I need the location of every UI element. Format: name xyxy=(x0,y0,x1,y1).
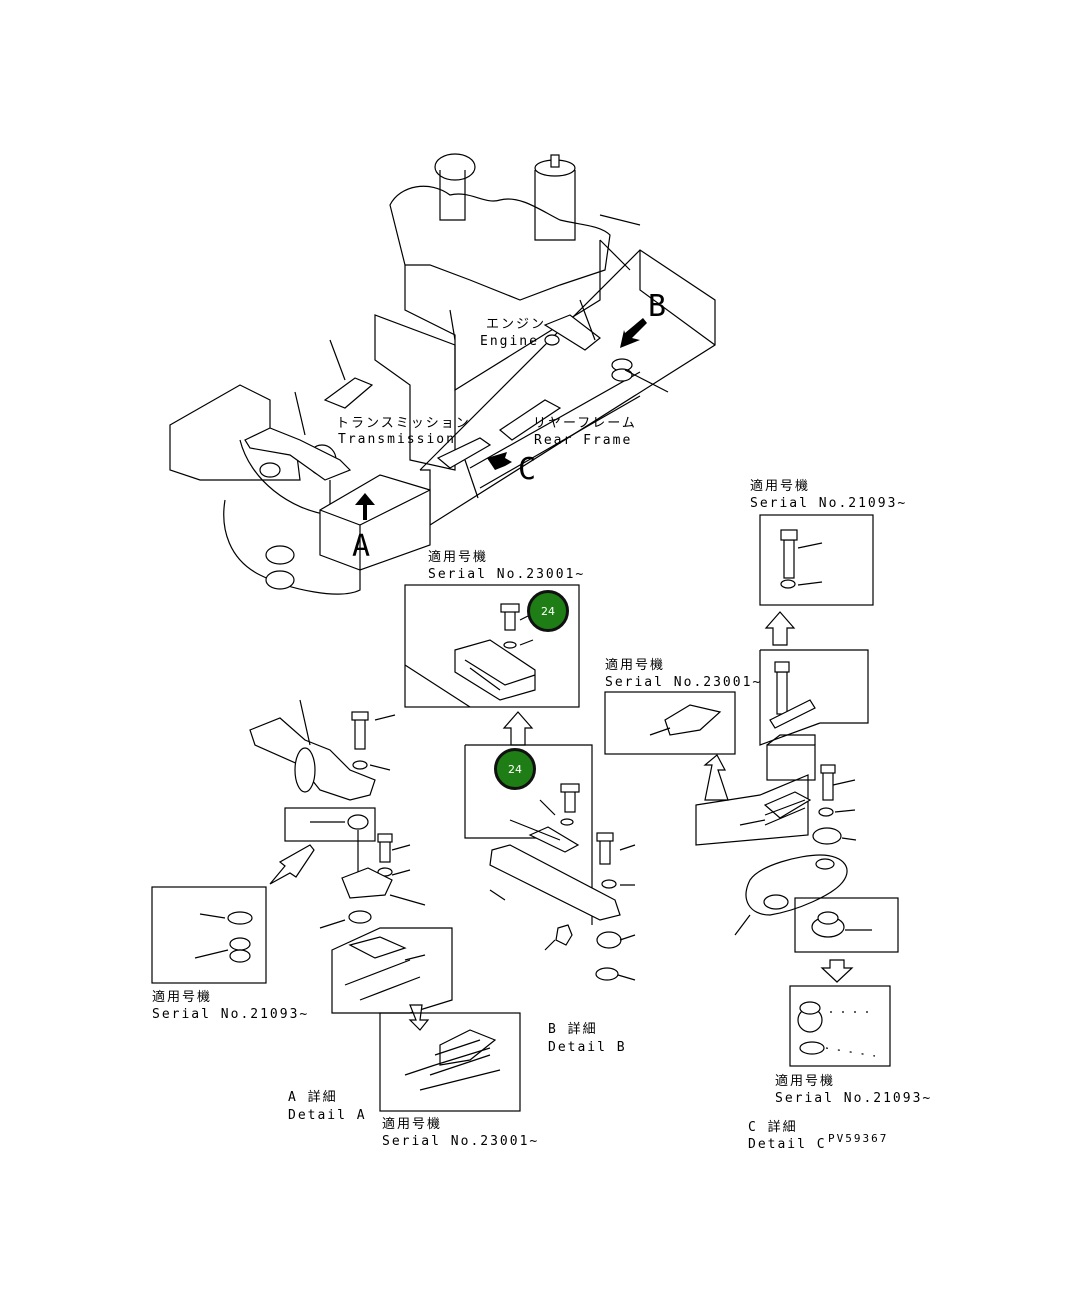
detail-c-assembly xyxy=(604,691,899,953)
detail-a-title-jp: A 詳細 xyxy=(288,1090,338,1105)
view-arrows xyxy=(487,318,647,470)
detail-c-applicable-jp-bottom: 適用号機 xyxy=(775,1074,836,1089)
detail-c-serial21093-box xyxy=(789,985,891,1067)
detail-c-title-jp: C 詳細 xyxy=(748,1120,798,1135)
detail-c-up-arrow xyxy=(764,611,796,646)
detail-c-serial-23001: Serial No.23001~ xyxy=(605,675,763,690)
rear-frame-label-jp: リヤーフレーム xyxy=(533,416,637,431)
detail-c-serial-21093-bottom: Serial No.21093~ xyxy=(775,1091,933,1106)
detail-a-serial-23001: Serial No.23001~ xyxy=(382,1134,540,1149)
engine-label-en: Engine xyxy=(480,334,539,349)
detail-c-serial-bolt-box xyxy=(759,649,869,781)
detail-b-assembly xyxy=(464,744,636,981)
detail-c-top-box xyxy=(759,514,874,606)
view-b-marker: B xyxy=(648,289,667,324)
detail-c-applicable-jp-top: 適用号機 xyxy=(750,479,811,494)
engine-label-jp: エンジン xyxy=(486,317,547,332)
transmission-shape xyxy=(169,314,456,595)
detail-c-serial-21093-top: Serial No.21093~ xyxy=(750,496,908,511)
detail-a-serial23001-boxes xyxy=(331,927,521,1112)
detail-c-down-arrow xyxy=(820,959,854,983)
detail-a-applicable-jp-bottom: 適用号機 xyxy=(382,1117,443,1132)
detail-a-serial21093-box xyxy=(151,886,267,984)
detail-a-serial-21093: Serial No.21093~ xyxy=(152,1007,310,1022)
engine-shape xyxy=(389,153,641,392)
part-callout-24-detail-b[interactable]: 24 xyxy=(494,748,536,790)
part-callout-24-top[interactable]: 24 xyxy=(527,590,569,632)
detail-c-title-en: Detail C xyxy=(748,1137,827,1152)
transmission-label-jp: トランスミッション xyxy=(336,416,471,431)
detail-b-serial23001-box xyxy=(404,584,580,708)
detail-b-title-en: Detail B xyxy=(548,1040,627,1055)
detail-a-applicable-jp-left: 適用号機 xyxy=(152,990,213,1005)
main-mount-brackets xyxy=(244,314,633,481)
detail-b-up-arrow xyxy=(502,711,534,746)
view-a-marker: A xyxy=(352,529,371,564)
detail-b-title-jp: B 詳細 xyxy=(548,1022,598,1037)
detail-a-title-en: Detail A xyxy=(288,1108,367,1123)
transmission-label-en: Transmission xyxy=(338,432,456,447)
mount-a-block xyxy=(319,474,431,571)
drawing-number: PV59367 xyxy=(828,1132,889,1145)
view-c-marker: C xyxy=(518,452,537,487)
main-leader-lines xyxy=(294,299,669,499)
detail-c-applicable-jp-mid: 適用号機 xyxy=(605,658,666,673)
detail-a-assembly xyxy=(249,699,426,929)
rear-frame-label-en: Rear Frame xyxy=(534,433,633,448)
detail-b-serial-23001: Serial No.23001~ xyxy=(428,567,586,582)
detail-b-applicable-jp: 適用号機 xyxy=(428,550,489,565)
rear-frame-shape xyxy=(419,249,716,526)
